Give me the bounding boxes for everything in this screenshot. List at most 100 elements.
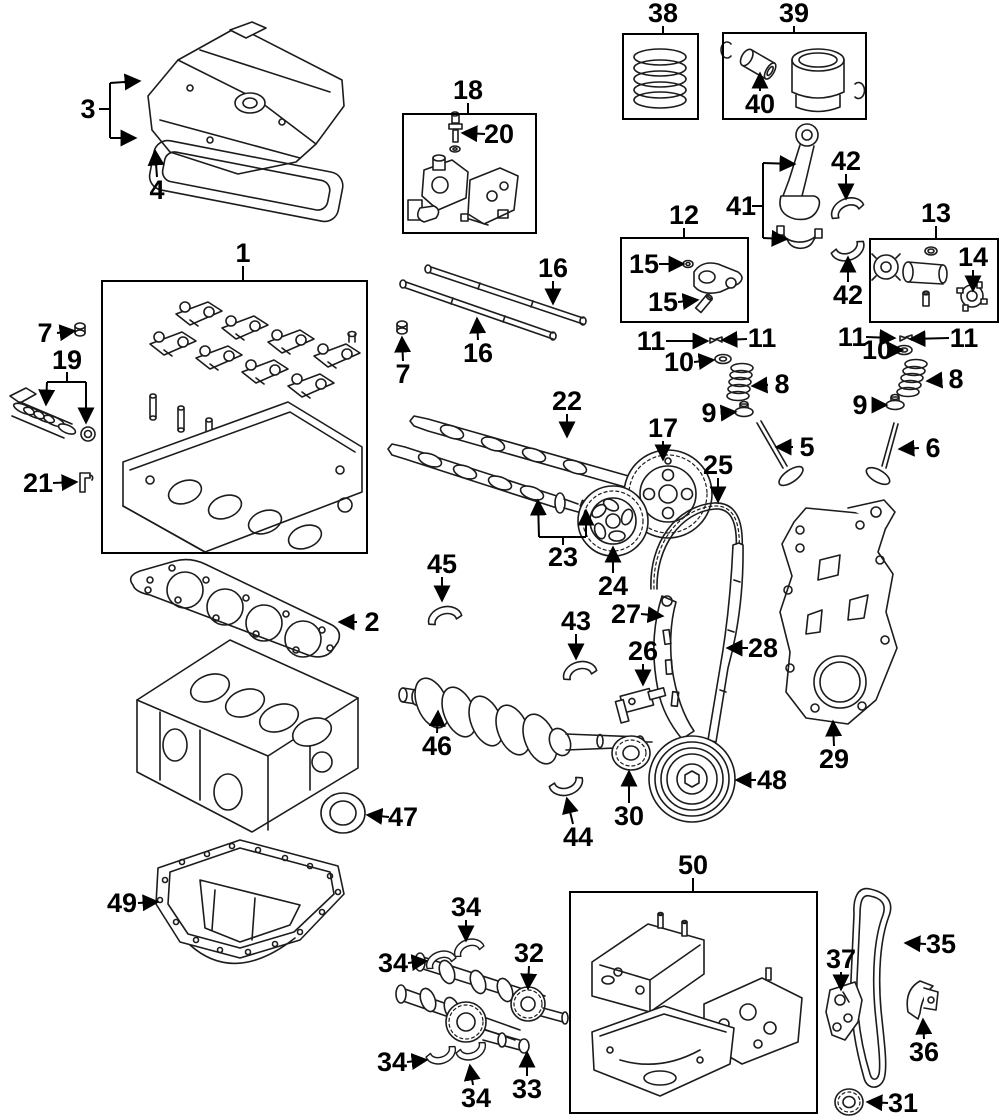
piston-ring-set-drawing xyxy=(633,48,687,109)
callout-label-11[interactable]: 11 xyxy=(748,323,777,353)
callout-label-34[interactable]: 34 xyxy=(461,1083,491,1113)
callout-label-16[interactable]: 16 xyxy=(463,338,493,368)
connecting-rod-drawing xyxy=(776,123,823,250)
arrow-line xyxy=(38,381,56,407)
callout-label-11[interactable]: 11 xyxy=(838,322,867,352)
arrow-line xyxy=(762,229,789,247)
chain-tensioner-drawing xyxy=(614,687,667,724)
callout-label-46[interactable]: 46 xyxy=(422,731,452,761)
callout-label-16[interactable]: 16 xyxy=(538,253,568,283)
piston-and-pin-drawing xyxy=(720,41,866,113)
arrow-line xyxy=(365,807,390,825)
callout-label-2[interactable]: 2 xyxy=(364,607,379,637)
callout-label-15[interactable]: 15 xyxy=(648,287,678,317)
callout-label-40[interactable]: 40 xyxy=(745,89,775,119)
callout-label-13[interactable]: 13 xyxy=(921,198,951,228)
arrow-line xyxy=(865,1094,889,1112)
callout-label-27[interactable]: 27 xyxy=(611,599,641,629)
arrow-line xyxy=(529,498,547,538)
arrow-line xyxy=(394,335,412,362)
group-box-piston-ring-set xyxy=(622,33,699,120)
callout-label-11[interactable]: 11 xyxy=(950,323,979,353)
callout-label-20[interactable]: 20 xyxy=(484,119,514,149)
balance-bearing-d-drawing xyxy=(454,1040,490,1065)
camshaft-intake-drawing xyxy=(387,443,594,514)
callout-label-6[interactable]: 6 xyxy=(925,433,940,463)
callout-label-17[interactable]: 17 xyxy=(648,413,678,443)
crank-sprocket-drawing xyxy=(611,735,651,771)
callout-label-43[interactable]: 43 xyxy=(561,606,591,636)
callout-label-32[interactable]: 32 xyxy=(514,938,544,968)
callout-label-34[interactable]: 34 xyxy=(377,1047,407,1077)
arrow-line xyxy=(897,439,920,457)
callout-label-7[interactable]: 7 xyxy=(37,318,52,348)
callout-label-48[interactable]: 48 xyxy=(757,765,787,795)
callout-label-21[interactable]: 21 xyxy=(23,468,53,498)
callout-label-41[interactable]: 41 xyxy=(726,191,756,221)
callout-label-37[interactable]: 37 xyxy=(826,944,856,974)
callout-label-9[interactable]: 9 xyxy=(852,390,867,420)
arrow-line xyxy=(693,353,716,370)
callout-label-30[interactable]: 30 xyxy=(614,801,644,831)
group-box-spool-valve-set xyxy=(869,238,999,323)
callout-label-26[interactable]: 26 xyxy=(628,636,658,666)
callout-label-22[interactable]: 22 xyxy=(552,386,582,416)
callout-label-19[interactable]: 19 xyxy=(52,345,82,375)
balance-bearing-a-drawing xyxy=(450,934,486,959)
arrow-line xyxy=(407,954,429,972)
callout-label-10[interactable]: 10 xyxy=(862,335,892,365)
camshaft-exhaust-drawing xyxy=(409,415,657,497)
valve-cover-drawing xyxy=(147,21,345,175)
callout-label-29[interactable]: 29 xyxy=(819,744,849,774)
callout-label-23[interactable]: 23 xyxy=(548,542,578,572)
callout-label-12[interactable]: 12 xyxy=(669,200,699,230)
callout-label-1[interactable]: 1 xyxy=(235,238,250,268)
arrow-line xyxy=(677,293,700,310)
callout-label-39[interactable]: 39 xyxy=(779,0,809,28)
cam-sprocket-drawing xyxy=(577,485,649,557)
callout-label-31[interactable]: 31 xyxy=(888,1088,918,1116)
callout-label-25[interactable]: 25 xyxy=(703,450,733,480)
callout-label-36[interactable]: 36 xyxy=(909,1037,939,1067)
callout-label-42[interactable]: 42 xyxy=(831,146,861,176)
callout-label-34[interactable]: 34 xyxy=(451,892,481,922)
arrow-line xyxy=(908,330,950,348)
callout-label-10[interactable]: 10 xyxy=(664,347,694,377)
arrow-line xyxy=(56,324,77,342)
main-bearing-lower-drawing xyxy=(547,775,587,800)
callout-label-24[interactable]: 24 xyxy=(598,571,628,601)
callout-label-35[interactable]: 35 xyxy=(926,929,956,959)
callout-label-47[interactable]: 47 xyxy=(388,802,418,832)
callout-label-49[interactable]: 49 xyxy=(107,888,137,918)
rod-bearing-lower-drawing xyxy=(829,238,869,267)
callout-label-45[interactable]: 45 xyxy=(427,549,457,579)
callout-label-44[interactable]: 44 xyxy=(563,822,593,852)
callout-label-14[interactable]: 14 xyxy=(958,242,988,272)
arrow-line xyxy=(406,1053,429,1070)
balancer-tensioner-drawing xyxy=(825,981,863,1041)
callout-label-3[interactable]: 3 xyxy=(80,94,95,124)
arrow-line xyxy=(640,606,665,624)
arrow-line xyxy=(428,709,446,734)
arrow-line xyxy=(463,1063,481,1086)
callout-label-33[interactable]: 33 xyxy=(512,1074,542,1104)
callout-label-9[interactable]: 9 xyxy=(701,398,716,428)
callout-label-28[interactable]: 28 xyxy=(748,633,778,663)
callout-label-42[interactable]: 42 xyxy=(833,280,863,310)
main-bearing-upper-a-drawing xyxy=(424,602,464,627)
callout-label-11[interactable]: 11 xyxy=(637,326,666,356)
callout-label-4[interactable]: 4 xyxy=(149,175,164,205)
clip-drawing xyxy=(79,472,94,493)
callout-label-18[interactable]: 18 xyxy=(453,75,483,105)
callout-label-8[interactable]: 8 xyxy=(948,364,963,394)
callout-label-38[interactable]: 38 xyxy=(648,0,678,28)
callout-label-34[interactable]: 34 xyxy=(378,948,408,978)
callout-label-50[interactable]: 50 xyxy=(678,850,708,880)
callout-label-15[interactable]: 15 xyxy=(629,249,659,279)
callout-label-8[interactable]: 8 xyxy=(774,369,789,399)
arrow-line xyxy=(562,796,579,825)
shaft-bolt-drawing xyxy=(396,320,408,335)
callout-label-5[interactable]: 5 xyxy=(799,432,814,462)
callout-label-7[interactable]: 7 xyxy=(395,359,410,389)
